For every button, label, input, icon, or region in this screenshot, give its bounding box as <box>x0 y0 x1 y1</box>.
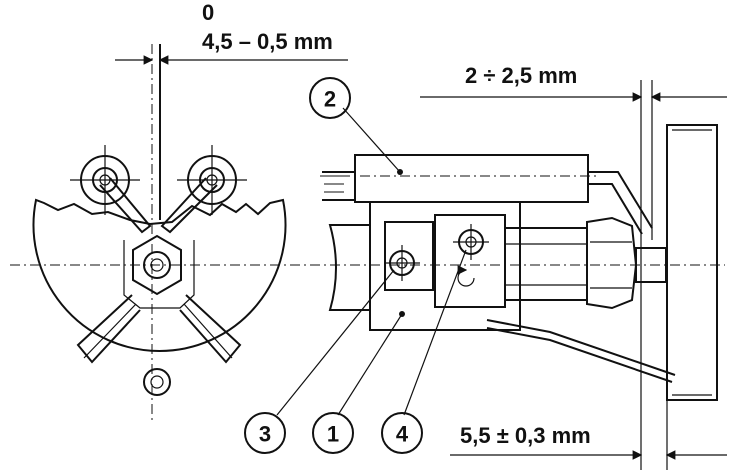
leg-right <box>179 294 242 364</box>
callout-leaders <box>276 107 467 416</box>
callout-3: 3 <box>244 412 286 454</box>
callout-2: 2 <box>309 77 351 119</box>
bottom-screw <box>143 368 171 396</box>
electrode-holder <box>354 154 589 203</box>
hex-nut <box>132 234 182 296</box>
nozzle-disc <box>32 198 287 352</box>
tip-offset-label: 5,5 ± 0,3 mm <box>460 423 591 448</box>
electrode-left <box>99 177 152 234</box>
callout-1: 1 <box>312 412 354 454</box>
gap-tolerance-upper: 0 <box>202 0 214 25</box>
clamp-plate <box>434 214 506 308</box>
electrode-rod-lower <box>588 183 643 235</box>
callout-3-label: 3 <box>259 422 271 447</box>
diffuser-plate <box>666 124 718 401</box>
nozzle-hex <box>586 216 638 310</box>
callout-4: 4 <box>381 412 423 454</box>
front-view <box>10 44 725 424</box>
side-view <box>320 80 727 470</box>
clamp-left <box>328 224 371 311</box>
nozzle-holder <box>123 240 195 309</box>
rotation-arrow <box>457 265 475 287</box>
callout-4-label: 4 <box>396 422 409 447</box>
callout-2-label: 2 <box>324 87 336 112</box>
electrode-rod-bottom <box>486 319 676 376</box>
cable <box>322 171 355 201</box>
electrode-right <box>160 177 218 234</box>
gap-dimension-label: 4,5 – 0,5 mm <box>202 29 333 54</box>
nozzle-tube <box>504 227 588 301</box>
leg-left <box>76 294 141 364</box>
diffuser-gap-label: 2 ÷ 2,5 mm <box>465 63 577 88</box>
callout-1-label: 1 <box>327 422 339 447</box>
